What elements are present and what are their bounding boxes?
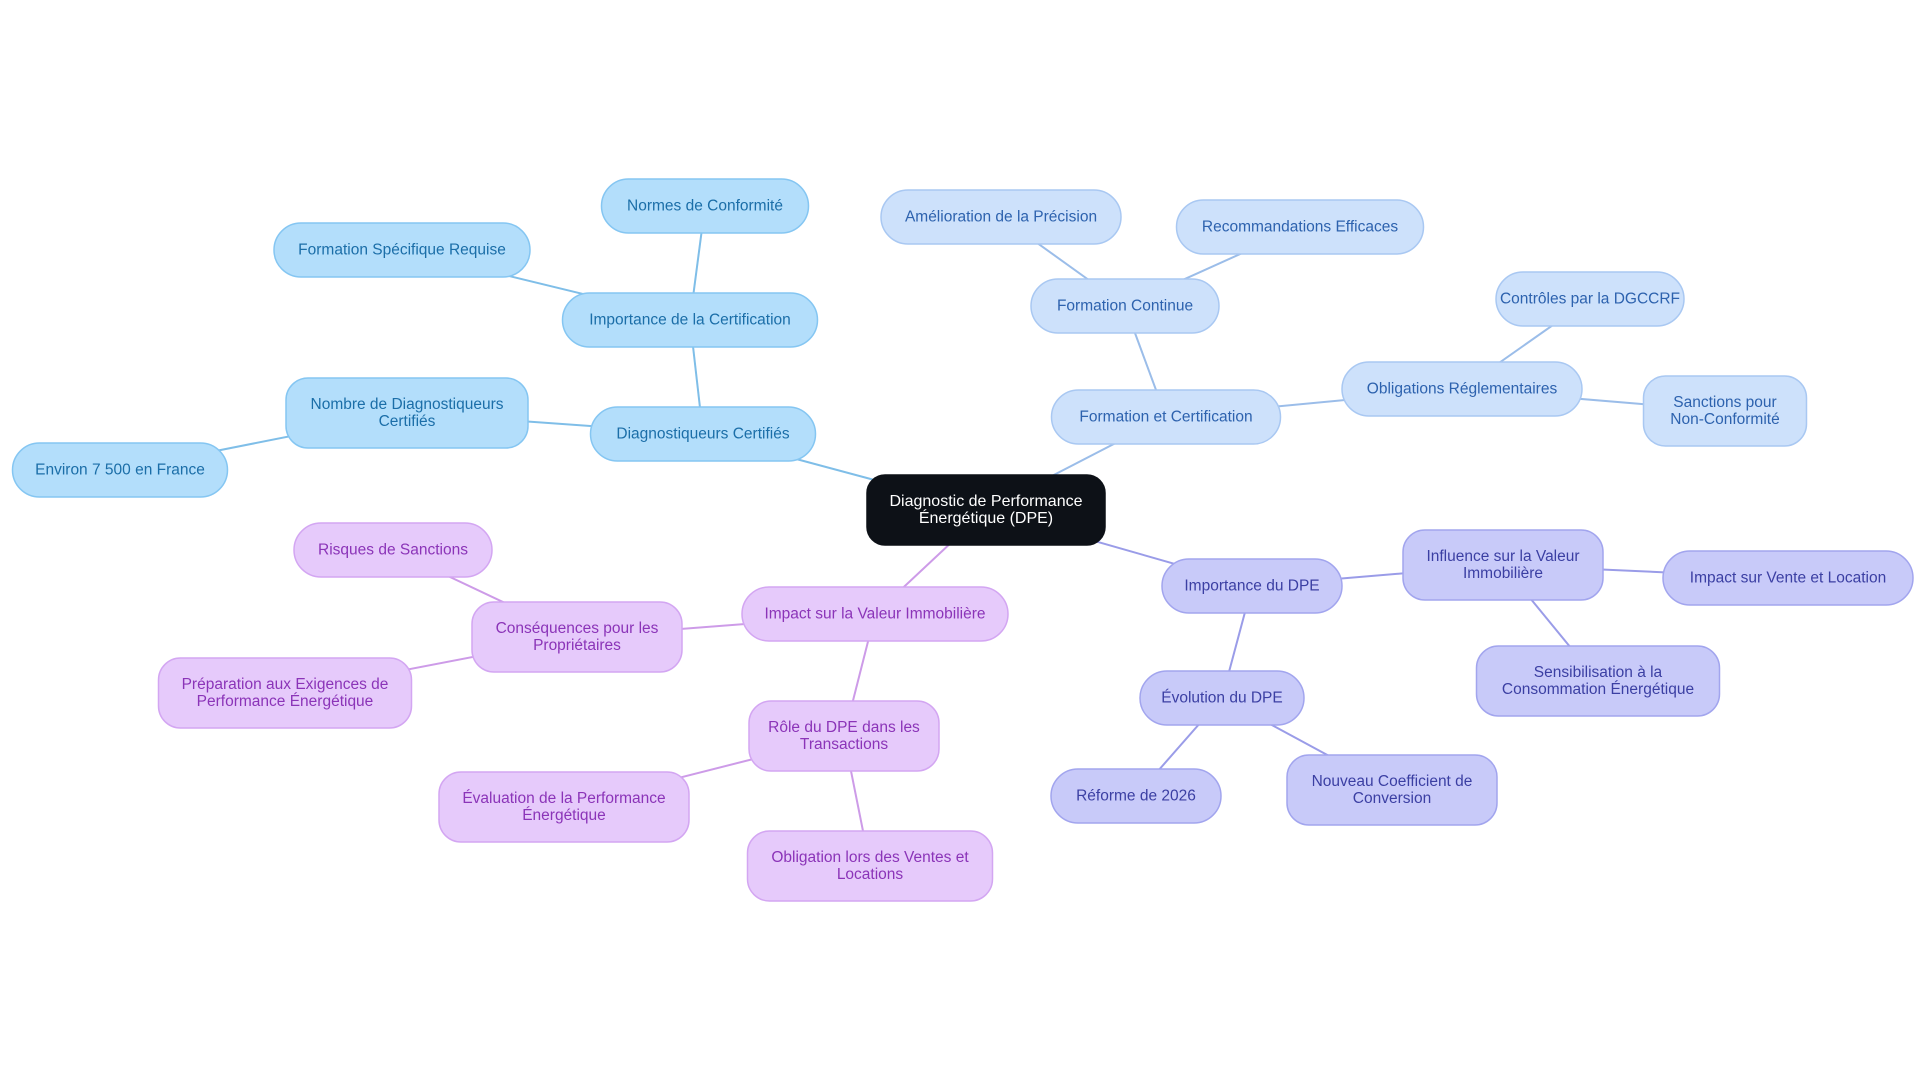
node-role-label-line-1: Rôle du DPE dans les — [768, 719, 920, 736]
node-influence-label-line-1: Influence sur la Valeur — [1426, 548, 1579, 565]
node-impact_vl[interactable]: Impact sur Vente et Location — [1662, 550, 1914, 606]
node-nombre-box — [285, 377, 529, 449]
node-controles[interactable]: Contrôles par la DGCCRF — [1495, 271, 1685, 327]
node-sanctions-box — [1642, 375, 1808, 447]
node-recom[interactable]: Recommandations Efficaces — [1175, 199, 1425, 255]
node-oblig_vl-label-line-1: Obligation lors des Ventes et — [771, 849, 969, 866]
node-environ[interactable]: Environ 7 500 en France — [11, 442, 229, 498]
node-consequ-label-line-2: Propriétaires — [533, 637, 621, 654]
node-influence-box — [1402, 529, 1604, 601]
node-root-label-line-1: Diagnostic de Performance — [890, 493, 1083, 510]
node-root-box — [866, 474, 1106, 546]
node-sanctions-label-line-2: Non-Conformité — [1670, 411, 1779, 428]
node-recom-box — [1175, 199, 1425, 255]
node-oblig_vl-label-line-2: Locations — [837, 866, 904, 883]
node-environ-label-line-1: Environ 7 500 en France — [35, 462, 205, 479]
node-reforme-label-line-1: Réforme de 2026 — [1076, 788, 1196, 805]
node-consequ-label-line-1: Conséquences pour les — [496, 620, 659, 637]
node-imp_dpe[interactable]: Importance du DPE — [1161, 558, 1343, 614]
node-role-box — [748, 700, 940, 772]
node-consequ-box — [471, 601, 683, 673]
node-imp_dpe-label-line-1: Importance du DPE — [1184, 578, 1319, 595]
node-prepa-label-line-2: Performance Énergétique — [197, 693, 374, 710]
node-evol-label-line-1: Évolution du DPE — [1161, 690, 1283, 707]
node-normes[interactable]: Normes de Conformité — [600, 178, 810, 234]
node-imp_dpe-box — [1161, 558, 1343, 614]
node-impact_vl-label-line-1: Impact sur Vente et Location — [1690, 570, 1886, 587]
node-evol-box — [1139, 670, 1305, 726]
node-form_spec[interactable]: Formation Spécifique Requise — [273, 222, 531, 278]
node-prepa-box — [157, 657, 413, 729]
node-reforme-box — [1050, 768, 1222, 824]
node-prepa[interactable]: Préparation aux Exigences dePerformance … — [157, 657, 413, 729]
node-impact_val[interactable]: Impact sur la Valeur Immobilière — [741, 586, 1009, 642]
node-oblig_vl-box — [746, 830, 994, 902]
node-root-label-line-2: Énergétique (DPE) — [919, 508, 1053, 527]
node-role-label-line-2: Transactions — [800, 736, 888, 753]
node-risques[interactable]: Risques de Sanctions — [293, 522, 493, 578]
node-form_cert-box — [1050, 389, 1282, 445]
node-oblig_reg-label-line-1: Obligations Réglementaires — [1367, 381, 1558, 398]
node-imp_cert-label-line-1: Importance de la Certification — [589, 312, 791, 329]
node-sanctions-label-line-1: Sanctions pour — [1673, 394, 1776, 411]
node-controles-label-line-1: Contrôles par la DGCCRF — [1500, 291, 1680, 308]
node-coef-label-line-1: Nouveau Coefficient de — [1312, 773, 1473, 790]
node-reforme[interactable]: Réforme de 2026 — [1050, 768, 1222, 824]
node-amelio-box — [880, 189, 1122, 245]
node-prepa-label-line-1: Préparation aux Exigences de — [182, 676, 389, 693]
node-form_cont-box — [1030, 278, 1220, 334]
node-nombre-label-line-1: Nombre de Diagnostiqueurs — [311, 396, 504, 413]
node-imp_cert-box — [561, 292, 819, 348]
node-normes-label-line-1: Normes de Conformité — [627, 198, 783, 215]
node-evol[interactable]: Évolution du DPE — [1139, 670, 1305, 726]
node-sensib-label-line-1: Sensibilisation à la — [1534, 664, 1663, 681]
node-form_cert-label-line-1: Formation et Certification — [1079, 409, 1252, 426]
node-recom-label-line-1: Recommandations Efficaces — [1202, 219, 1398, 236]
node-oblig_reg-box — [1341, 361, 1583, 417]
node-form_spec-label-line-1: Formation Spécifique Requise — [298, 242, 506, 259]
node-form_cont-label-line-1: Formation Continue — [1057, 298, 1193, 315]
node-influence-label-line-2: Immobilière — [1463, 565, 1543, 582]
node-diag[interactable]: Diagnostiqueurs Certifiés — [589, 406, 817, 462]
node-diag-label-line-1: Diagnostiqueurs Certifiés — [616, 426, 789, 443]
node-form_cont[interactable]: Formation Continue — [1030, 278, 1220, 334]
node-diag-box — [589, 406, 817, 462]
node-form_spec-box — [273, 222, 531, 278]
node-impact_val-label-line-1: Impact sur la Valeur Immobilière — [764, 606, 985, 623]
node-oblig_reg[interactable]: Obligations Réglementaires — [1341, 361, 1583, 417]
node-sensib-label-line-2: Consommation Énergétique — [1502, 681, 1694, 698]
node-imp_cert[interactable]: Importance de la Certification — [561, 292, 819, 348]
node-impact_vl-box — [1662, 550, 1914, 606]
node-risques-box — [293, 522, 493, 578]
node-eval-label-line-1: Évaluation de la Performance — [462, 790, 665, 807]
node-sensib-box — [1475, 645, 1721, 717]
mind-map-nodes: Diagnostiqueurs Certifiés Importance de l… — [11, 178, 1914, 902]
node-controles-box — [1495, 271, 1685, 327]
node-amelio-label-line-1: Amélioration de la Précision — [905, 209, 1097, 226]
node-eval-box — [438, 771, 690, 843]
node-form_cert[interactable]: Formation et Certification — [1050, 389, 1282, 445]
node-coef-label-line-2: Conversion — [1353, 790, 1431, 807]
node-amelio[interactable]: Amélioration de la Précision — [880, 189, 1122, 245]
node-normes-box — [600, 178, 810, 234]
node-environ-box — [11, 442, 229, 498]
node-risques-label-line-1: Risques de Sanctions — [318, 542, 468, 559]
node-impact_val-box — [741, 586, 1009, 642]
node-nombre-label-line-2: Certifiés — [379, 413, 436, 430]
node-coef-box — [1286, 754, 1498, 826]
node-eval-label-line-2: Énergétique — [522, 807, 606, 824]
